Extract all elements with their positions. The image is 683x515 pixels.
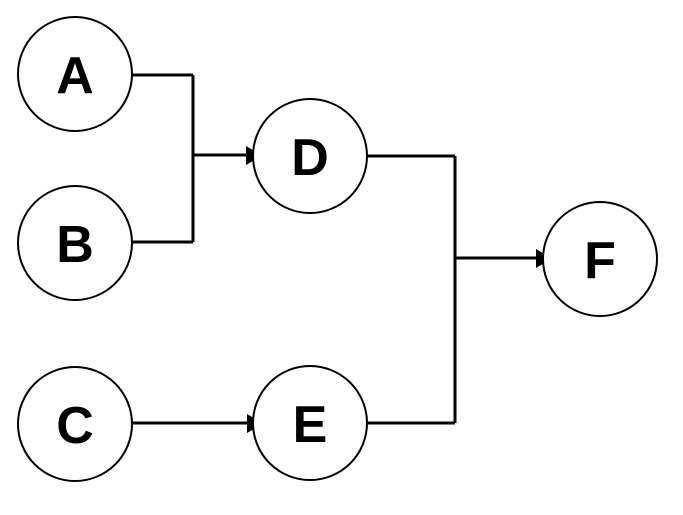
node-d-circle[interactable] xyxy=(252,98,368,214)
node-a-circle[interactable] xyxy=(17,16,133,132)
node-a-label: A xyxy=(56,47,94,105)
node-c-label: C xyxy=(56,397,94,455)
node-b-circle[interactable] xyxy=(17,185,133,301)
node-e[interactable]: E xyxy=(252,365,368,481)
node-a[interactable]: A xyxy=(17,16,133,132)
node-c-circle[interactable] xyxy=(17,366,133,482)
node-e-label: E xyxy=(293,396,328,454)
node-f-circle[interactable] xyxy=(542,201,658,317)
node-e-circle[interactable] xyxy=(252,365,368,481)
node-f[interactable]: F xyxy=(542,201,658,317)
node-f-label: F xyxy=(584,232,616,290)
node-b-label: B xyxy=(56,216,94,274)
nodes-layer: A B C D E F xyxy=(17,16,658,482)
edges-layer xyxy=(132,73,552,433)
node-b[interactable]: B xyxy=(17,185,133,301)
node-d[interactable]: D xyxy=(252,98,368,214)
node-d-label: D xyxy=(291,129,329,187)
node-c[interactable]: C xyxy=(17,366,133,482)
